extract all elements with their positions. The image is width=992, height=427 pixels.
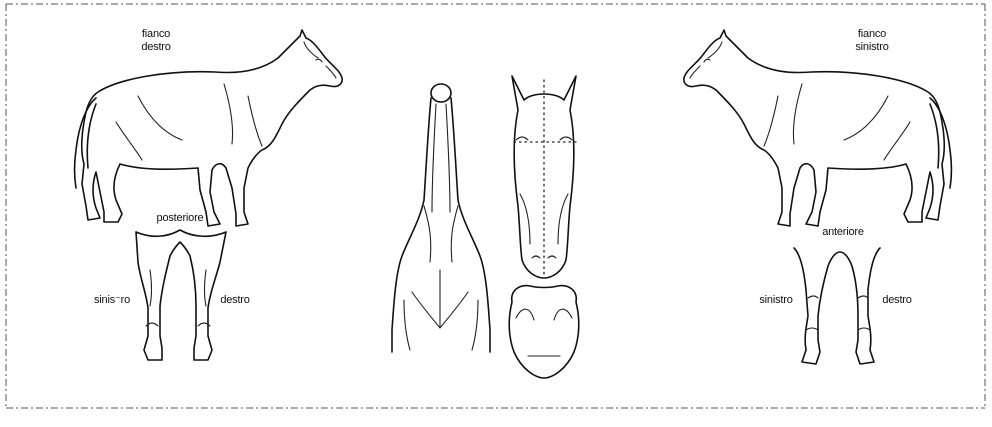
head-front-outline xyxy=(512,76,576,278)
horse-right-flank-eye xyxy=(316,59,322,62)
front-legs-detail xyxy=(806,296,870,330)
horse-right-flank-muscle-lines xyxy=(116,42,336,160)
muzzle-outline xyxy=(509,286,579,378)
horse-left-flank xyxy=(684,30,952,226)
horse-left-flank-muscle-lines xyxy=(690,42,910,160)
muzzle-front-view xyxy=(509,286,579,378)
horse-left-flank-body xyxy=(684,30,944,226)
label-right-flank: fianco destro xyxy=(136,28,176,54)
label-rear-left: sinis⁻ro xyxy=(84,294,140,307)
label-anterior: anteriore xyxy=(808,226,878,239)
front-legs-outline xyxy=(794,248,880,364)
horse-right-flank-body xyxy=(82,30,342,226)
head-front-view xyxy=(512,76,576,278)
horse-right-flank xyxy=(75,30,343,226)
poll-ellipse xyxy=(431,84,451,102)
front-legs-front-view xyxy=(794,248,880,364)
neck-top-outline xyxy=(392,98,490,352)
neck-top-view xyxy=(392,84,490,352)
diagram-frame xyxy=(6,4,985,408)
label-rear-right: destro xyxy=(212,294,258,307)
horse-right-flank-tail xyxy=(75,98,97,188)
muzzle-nostrils xyxy=(516,309,572,356)
hind-legs-detail xyxy=(146,270,210,326)
horse-left-flank-eye xyxy=(704,59,710,62)
horse-left-flank-tail xyxy=(930,98,952,188)
label-left-flank: fianco sinistro xyxy=(850,28,894,54)
label-posterior: posteriore xyxy=(142,212,218,225)
label-front-left: sinistro xyxy=(750,294,802,307)
label-front-right: destro xyxy=(874,294,920,307)
